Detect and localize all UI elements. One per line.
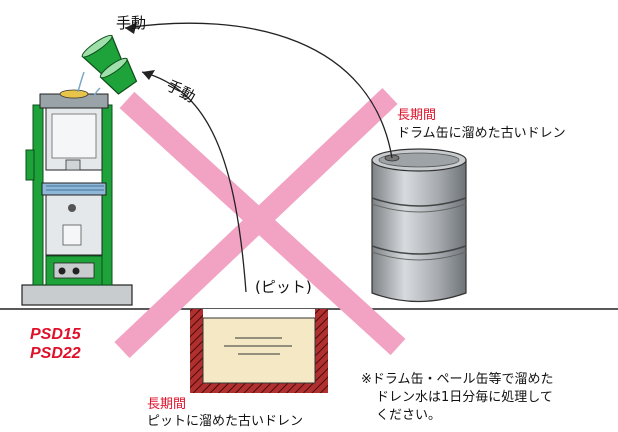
pour-stream <box>93 87 101 97</box>
pour-stream <box>77 71 85 93</box>
note-line-2: ドレン水は1日分毎に処理して <box>376 390 553 405</box>
separator-machine <box>21 89 133 306</box>
prohibited-cross <box>114 88 406 358</box>
arrow-from-pit <box>141 70 247 293</box>
bucket-lower <box>99 57 138 95</box>
model-label-2: PSD22 <box>30 345 81 362</box>
pit-label: (ピット) <box>255 278 312 296</box>
note-line-3: ください。 <box>376 408 442 423</box>
label-manual-top: 手動 <box>116 14 147 32</box>
pit-period-label: 長期間 <box>147 397 187 412</box>
note-line-1: ※ドラム缶・ペール缶等で溜めた <box>361 372 554 387</box>
model-label-1: PSD15 <box>30 326 81 343</box>
pit-description: ピットに溜めた古いドレン <box>147 414 304 429</box>
arrow-from-drum <box>124 22 393 159</box>
pit <box>190 309 328 393</box>
drum-can <box>371 148 467 303</box>
note-block: ※ドラム缶・ペール缶等で溜めた ドレン水は1日分毎に処理して ください。 <box>361 371 554 425</box>
drum-period-label: 長期間 <box>397 108 437 123</box>
drum-description: ドラム缶に溜めた古いドレン <box>397 126 566 141</box>
